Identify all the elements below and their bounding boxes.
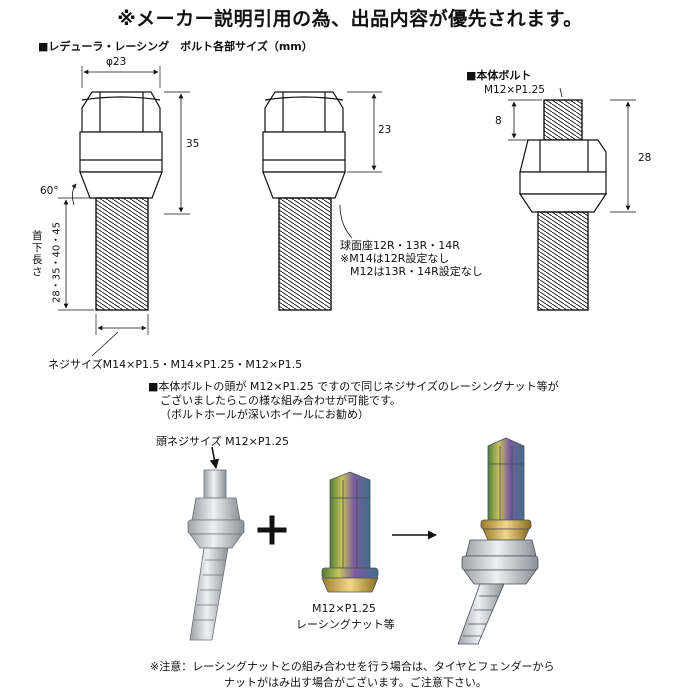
dim-main-thread-length: 8 bbox=[495, 115, 502, 127]
warning-line2: ナットがはみ出す場合がございます。ご注意下さい。 bbox=[224, 676, 487, 689]
head-thread-pointer bbox=[209, 446, 220, 469]
dim-length-label: 首下長さ bbox=[32, 230, 43, 278]
plus-sign bbox=[257, 515, 287, 545]
dim-main-thread: M12×P1.25 bbox=[484, 84, 545, 96]
nut-label-line1: M12×P1.25 bbox=[312, 602, 376, 615]
banner-notice: ※メーカー説明引用の為、出品内容が優先されます。 bbox=[117, 8, 583, 30]
seat-note-line3: M12は13R・14R設定なし bbox=[350, 265, 483, 278]
racing-nut-illustration bbox=[321, 471, 379, 593]
seat-note-line1: 球面座12R・13R・14R bbox=[340, 239, 460, 252]
silver-bolt-illustration bbox=[187, 469, 245, 641]
section-main-bolt: ■本体ボルト bbox=[466, 69, 532, 82]
combined-assembly-illustration bbox=[457, 437, 539, 645]
seat-note-line2: ※M14は12R設定なし bbox=[340, 252, 450, 265]
warning-line1: ※注意：レーシングナットとの組み合わせを行う場合は、タイヤとフェンダーから bbox=[150, 660, 555, 673]
dim-seat-angle: 60° bbox=[40, 185, 59, 197]
head-thread-label: 頭ネジサイズ M12×P1.25 bbox=[156, 435, 289, 448]
section-bolt-dimensions: ■レデューラ・レーシング ボルト各部サイズ（mm） bbox=[38, 40, 313, 53]
combo-note-line1: ■本体ボルトの頭が M12×P1.25 ですので同じネジサイズのレーシングナット… bbox=[148, 380, 559, 393]
thread-sizes: ネジサイズM14×P1.5・M14×P1.25・M12×P1.5 bbox=[48, 358, 303, 371]
dim-total-height: 35 bbox=[186, 138, 200, 150]
bolt-drawing-2 bbox=[262, 91, 382, 311]
dim-main-height: 28 bbox=[638, 152, 652, 164]
combo-note-line3: （ボルトホールが深いホイールにお勧め） bbox=[160, 408, 369, 421]
bolt-drawing-1 bbox=[58, 66, 190, 357]
bolt-drawing-main bbox=[508, 87, 636, 311]
combo-note-line2: ございましたらこの様な組み合わせが可能です。 bbox=[160, 394, 401, 407]
nut-label-line2: レーシングナット等 bbox=[296, 618, 395, 631]
dim-head-diameter: φ23 bbox=[106, 56, 127, 68]
dim-head-height: 23 bbox=[378, 124, 392, 136]
dim-lengths: 28・35・40・45 bbox=[51, 222, 63, 303]
